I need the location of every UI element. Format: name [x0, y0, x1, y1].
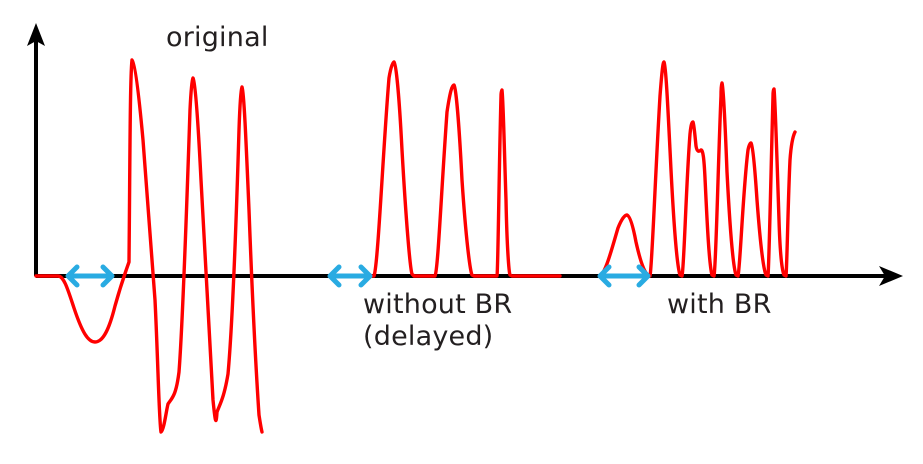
- span-arrow-with-br: [597, 264, 651, 288]
- span-arrow-with-br-right-head: [636, 264, 651, 288]
- span-arrow-original-right-head: [100, 264, 115, 288]
- label-with-br: with BR: [667, 289, 772, 320]
- signal-curves: [34, 58, 797, 434]
- span-arrow-with-br-left-head: [597, 264, 612, 288]
- span-arrow-group: [65, 264, 651, 288]
- span-arrow-original: [65, 264, 115, 288]
- label-without-br: without BR(delayed): [363, 289, 512, 353]
- horizontal-axis-arrowhead: [879, 266, 903, 286]
- span-arrow-without-br-left-head: [327, 264, 342, 288]
- span-arrow-without-br-right-head: [358, 264, 373, 288]
- label-without-br-line1: without BR: [363, 289, 513, 320]
- vertical-axis: [27, 23, 45, 276]
- signal-curve-without-br: [368, 60, 562, 278]
- span-arrow-original-left-head: [65, 264, 80, 288]
- span-arrow-without-br: [327, 264, 373, 288]
- vertical-axis-arrowhead: [27, 23, 45, 46]
- signal-curve-original: [34, 58, 264, 434]
- label-without-br-line2: (delayed): [363, 320, 494, 352]
- horizontal-time-axis: [36, 266, 903, 286]
- signal-curve-with-br: [598, 60, 797, 278]
- label-original: original: [166, 22, 269, 53]
